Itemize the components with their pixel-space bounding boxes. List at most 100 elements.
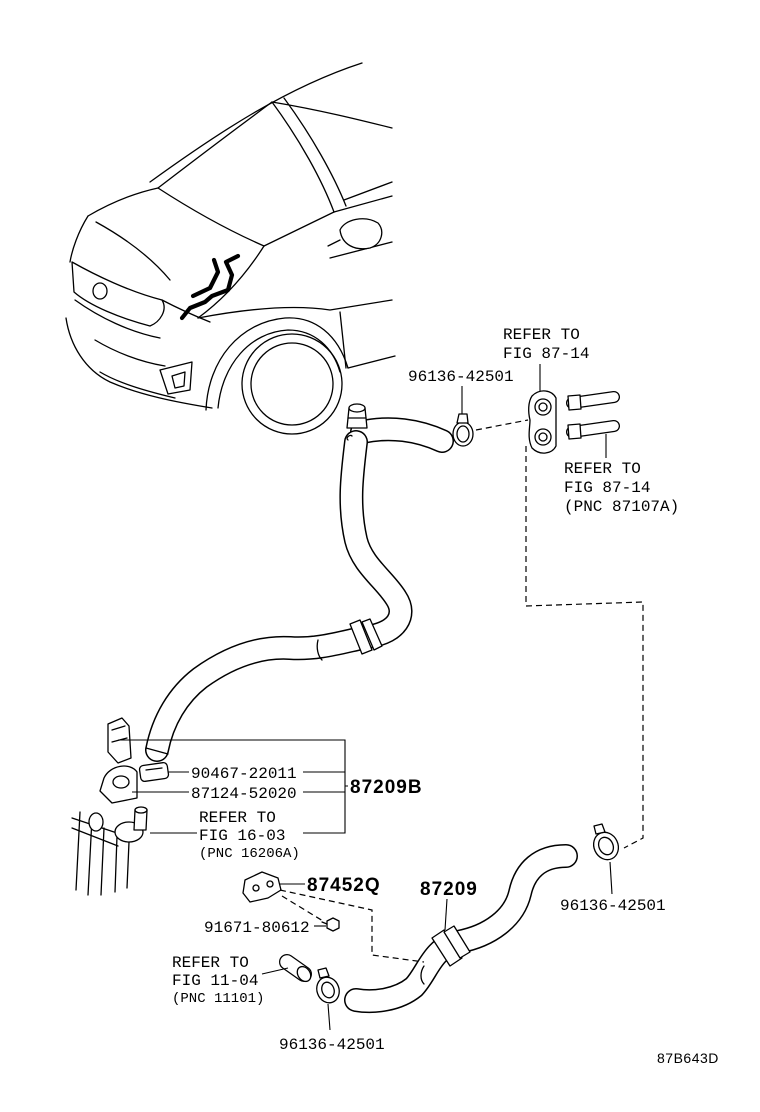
bracket-plate (242, 871, 282, 903)
engine-ref-lower-line1[interactable]: REFER TO (172, 954, 249, 972)
heater-pipe-ref-line3: (PNC 87107A) (564, 498, 679, 516)
engine-water-pipes (71, 806, 148, 896)
engine-pipe-cross-2 (71, 827, 119, 847)
engine-ref-upper-line1[interactable]: REFER TO (199, 809, 276, 827)
heater-ref-upper-line1[interactable]: REFER TO (503, 326, 580, 344)
dash-heater-to-lower-clamp (525, 446, 644, 849)
heater-unit-fitting (528, 390, 557, 454)
clamp-right-ring-inner (597, 836, 615, 856)
hose-clamp-lower (316, 967, 340, 1004)
clamp-lower-tab (317, 967, 330, 979)
grommet-slot (145, 767, 163, 771)
front-bumper (65, 317, 213, 409)
leader-clamp-lower (327, 1003, 331, 1031)
clamp-lower-ring (316, 976, 340, 1004)
clamp-holder-hole (112, 775, 130, 789)
body-crease (329, 241, 393, 259)
cowl-line (263, 211, 335, 247)
bumper-lower-edge (99, 371, 176, 399)
leader-87209b-bracket (118, 739, 348, 834)
side-window-lower (333, 195, 393, 213)
door-front-edge (339, 311, 347, 369)
door-mirror (339, 218, 383, 250)
leader-lines (118, 364, 613, 1031)
lower-grille (94, 339, 166, 367)
hose-upper-branch-fill (362, 429, 442, 441)
heater-ref-upper-line2[interactable]: FIG 87-14 (503, 345, 589, 363)
heater-hose-lower (356, 856, 566, 1001)
callout-labels: REFER TO FIG 87-14 96136-42501 REFER TO … (172, 326, 719, 1066)
hose-crease-2 (316, 639, 323, 661)
part-number-grommet[interactable]: 90467-22011 (191, 765, 297, 783)
leader-engine-ref-lower (261, 967, 289, 975)
leader-hose-lower (444, 898, 448, 931)
clamp-upper-ring-inner (456, 425, 470, 443)
heater-port-lower (534, 428, 552, 446)
engine-pipe-nozzle-end (134, 806, 148, 814)
hose-lower-clamp-band (431, 929, 463, 967)
fog-light-lens (171, 371, 186, 389)
bracket-hole-2 (266, 880, 274, 888)
grille-top (74, 299, 161, 339)
heater-port-upper (534, 398, 552, 416)
part-number-clamp-right[interactable]: 96136-42501 (560, 897, 666, 915)
fog-light (159, 361, 193, 395)
engine-ref-upper-line2[interactable]: FIG 16-03 (199, 827, 285, 845)
windshield-base (157, 187, 265, 247)
engine-ref-upper-line3: (PNC 16206A) (199, 846, 300, 862)
hose-bracket (242, 871, 282, 903)
hose-clamp-holder (99, 765, 138, 804)
front-left-edge (69, 215, 89, 263)
tire-inner (250, 342, 334, 426)
pnc-bracket[interactable]: 87452Q (307, 875, 381, 896)
roof-side (271, 101, 393, 129)
engine-outlet-pipe (279, 954, 312, 983)
engine-ref-lower-line2[interactable]: FIG 11-04 (172, 972, 258, 990)
bolt (321, 917, 340, 932)
side-window-upper (343, 181, 393, 201)
engine-outlet-pipe-end (296, 965, 312, 983)
part-number-bolt[interactable]: 91671-80612 (204, 919, 310, 937)
engine-pipe-5 (126, 841, 130, 889)
heater-port-lower-inner (538, 432, 548, 442)
engine-ref-lower-line3: (PNC 11101) (172, 991, 264, 1007)
part-number-clamp-upper[interactable]: 96136-42501 (408, 368, 514, 386)
mirror-stalk (327, 239, 341, 247)
hose-route-line-a (179, 253, 241, 321)
heater-pipe-lower-collar (567, 423, 582, 440)
engine-pipe-1 (75, 811, 81, 891)
diagram-id: 87B643D (657, 1050, 719, 1066)
heater-pipes (566, 391, 620, 440)
clamp-lower-ring-inner (321, 981, 335, 999)
heater-pipe-ref-line1[interactable]: REFER TO (564, 460, 641, 478)
part-number-clamp-lower[interactable]: 96136-42501 (279, 1036, 385, 1054)
fender-front (161, 299, 211, 323)
wheel-arch-inner (217, 329, 341, 409)
pnc-hose-lower[interactable]: 87209 (420, 879, 478, 900)
clamp-right-ring (592, 831, 620, 861)
engine-pipe-collar (88, 812, 104, 832)
dash-clamp-to-heater (475, 419, 529, 431)
pnc-hose-assy-upper[interactable]: 87209B (350, 777, 423, 798)
a-pillar-outer (283, 97, 347, 207)
hose-route-line-b (190, 257, 221, 299)
emblem (92, 282, 108, 300)
heater-pipe-upper-collar (567, 394, 582, 411)
engine-pipe-2 (87, 817, 93, 896)
part-number-clamp-holder[interactable]: 87124-52020 (191, 785, 297, 803)
clamp-upper-tab (456, 413, 469, 424)
heater-pipe-ref-line2[interactable]: FIG 87-14 (564, 479, 650, 497)
tire (241, 333, 343, 435)
bolt-shank (321, 921, 328, 925)
bolt-head (326, 917, 340, 932)
hose-clamp-right (592, 823, 620, 861)
dash-bracket-to-hose (279, 889, 425, 963)
vehicle-outline (65, 62, 396, 435)
hose-lower-fill (356, 856, 566, 1001)
hose-lower-clamp-band-2 (443, 925, 471, 959)
hood-front-edge (87, 187, 159, 217)
grommet (138, 761, 170, 783)
leader-clamp-right (609, 861, 613, 895)
bracket-hole-1 (252, 884, 260, 892)
